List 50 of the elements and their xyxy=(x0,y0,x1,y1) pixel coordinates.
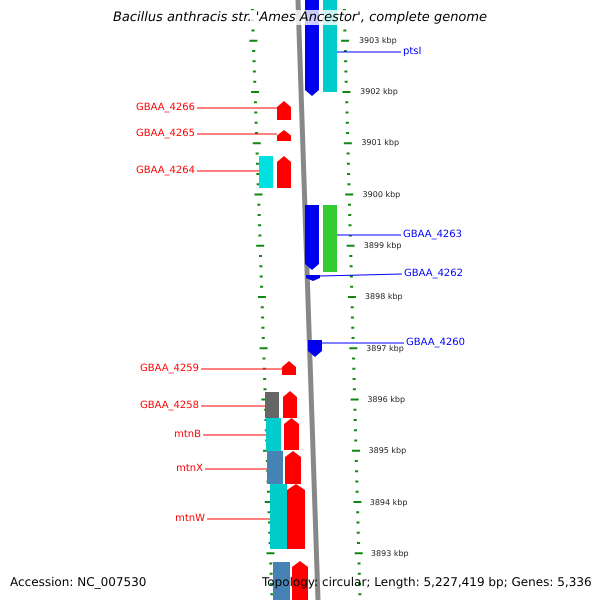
leader-line xyxy=(200,368,282,370)
gene-label: GBAA_4263 xyxy=(403,229,462,241)
gene-label: GBAA_4260 xyxy=(406,337,466,349)
scale-label: 3895 kbp xyxy=(368,446,406,456)
gene-feature xyxy=(277,130,291,141)
gene-feature xyxy=(308,340,322,357)
gene-label: ptsI xyxy=(403,46,422,58)
title: Bacillus anthracis str. 'Ames Ancestor', complete genome xyxy=(112,10,488,25)
scale-label: 3903 kbp xyxy=(358,36,397,46)
gene-label: mtnX xyxy=(176,463,203,475)
gene-label: mtnW xyxy=(175,513,205,525)
gene-label: GBAA_4266 xyxy=(136,102,195,114)
gene-feature xyxy=(285,451,301,484)
scale-label: 3897 kbp xyxy=(366,344,404,354)
scale-label: 3898 kbp xyxy=(364,292,403,302)
gene-bar xyxy=(323,205,337,272)
gene-label: GBAA_4259 xyxy=(140,363,199,375)
gene-bar xyxy=(270,484,287,549)
leader-line xyxy=(204,468,268,470)
gene-bar xyxy=(259,156,273,188)
leader-line xyxy=(202,434,266,436)
scale-label: 3901 kbp xyxy=(361,138,400,148)
gene-label: mtnB xyxy=(174,429,201,441)
gene-feature xyxy=(305,205,319,270)
leader-line xyxy=(206,518,270,520)
gene-label: GBAA_4265 xyxy=(136,128,195,140)
gene-feature xyxy=(306,275,320,281)
gene-feature xyxy=(277,101,291,120)
scale-label: 3902 kbp xyxy=(360,87,398,97)
footer-text: Topology: circular; Length: 5,227,419 bp; Genes: 5,336 xyxy=(262,575,592,589)
leader-line xyxy=(320,274,402,276)
gene-bar xyxy=(267,451,283,484)
gene-feature xyxy=(284,418,299,450)
scale-label: 3899 kbp xyxy=(364,241,402,251)
gene-label: GBAA_4258 xyxy=(140,400,199,412)
gene-bar xyxy=(266,418,281,451)
scale-label: 3894 kbp xyxy=(370,498,408,508)
leader-line xyxy=(196,170,260,172)
scale-label: 3893 kbp xyxy=(370,549,409,559)
gene-bar xyxy=(265,392,279,418)
gene-feature xyxy=(283,391,297,418)
gene-feature xyxy=(282,361,296,375)
gene-feature xyxy=(277,156,291,188)
footer-text: Accession: NC_007530 xyxy=(10,575,146,589)
scale-label: 3900 kbp xyxy=(362,190,400,200)
leader-line xyxy=(336,234,402,236)
leader-line xyxy=(322,342,404,344)
gene-label: GBAA_4264 xyxy=(136,165,195,177)
gene-label: GBAA_4262 xyxy=(404,268,464,280)
scale-label: 3896 kbp xyxy=(367,395,406,405)
